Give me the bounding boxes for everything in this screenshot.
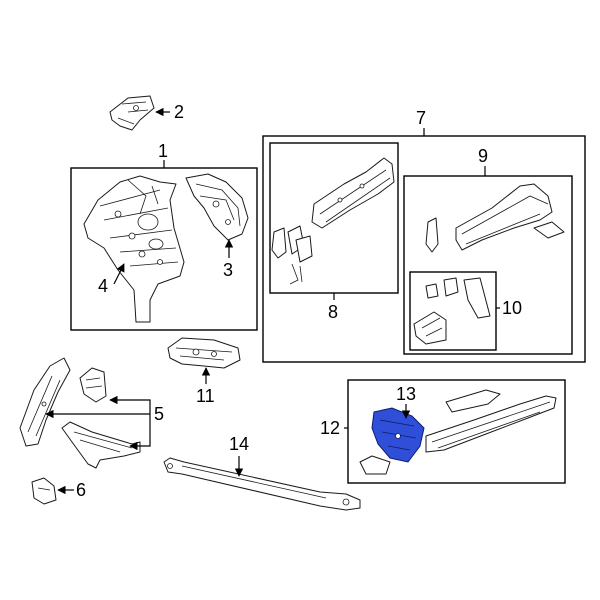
group-box-9 bbox=[403, 175, 573, 355]
part-11-bracket[interactable] bbox=[167, 337, 241, 369]
leader-4 bbox=[113, 263, 125, 285]
callout-10[interactable]: 10 bbox=[502, 298, 522, 318]
part-12-floor-rail[interactable] bbox=[359, 389, 557, 475]
callout-3[interactable]: 3 bbox=[223, 260, 233, 280]
callout-13[interactable]: 13 bbox=[396, 384, 416, 404]
leader-5c bbox=[129, 414, 151, 451]
callout-7[interactable]: 7 bbox=[416, 108, 426, 128]
callout-8[interactable]: 8 bbox=[328, 302, 338, 322]
callout-14[interactable]: 14 bbox=[229, 434, 249, 454]
callout-5[interactable]: 5 bbox=[154, 404, 164, 424]
part-5-pillar[interactable] bbox=[19, 357, 71, 447]
part-10-brackets[interactable] bbox=[413, 277, 491, 345]
callout-12[interactable]: 12 bbox=[320, 418, 340, 438]
part-2-bracket[interactable] bbox=[109, 95, 155, 131]
part-4-wheelhouse[interactable] bbox=[83, 175, 185, 323]
group-box-10 bbox=[409, 271, 497, 351]
callout-9[interactable]: 9 bbox=[478, 146, 488, 166]
callout-11[interactable]: 11 bbox=[196, 386, 215, 406]
group-box-12 bbox=[347, 379, 566, 484]
part-9-rail[interactable] bbox=[425, 183, 565, 253]
part-13-highlighted-bracket[interactable] bbox=[371, 407, 425, 463]
callout-4[interactable]: 4 bbox=[98, 276, 108, 296]
part-14-crossmember[interactable] bbox=[163, 457, 361, 511]
part-6-bracket[interactable] bbox=[31, 477, 57, 505]
part-8-brackets[interactable] bbox=[271, 225, 313, 285]
callout-2[interactable]: 2 bbox=[174, 102, 184, 122]
part-3-apron[interactable] bbox=[185, 173, 249, 241]
callout-1[interactable]: 1 bbox=[158, 141, 168, 161]
part-5-brace[interactable] bbox=[61, 421, 141, 469]
part-5-bracket-upper[interactable] bbox=[79, 367, 107, 403]
leader-5a bbox=[109, 395, 151, 414]
part-8-rail[interactable] bbox=[311, 157, 395, 229]
callout-6[interactable]: 6 bbox=[76, 480, 86, 500]
